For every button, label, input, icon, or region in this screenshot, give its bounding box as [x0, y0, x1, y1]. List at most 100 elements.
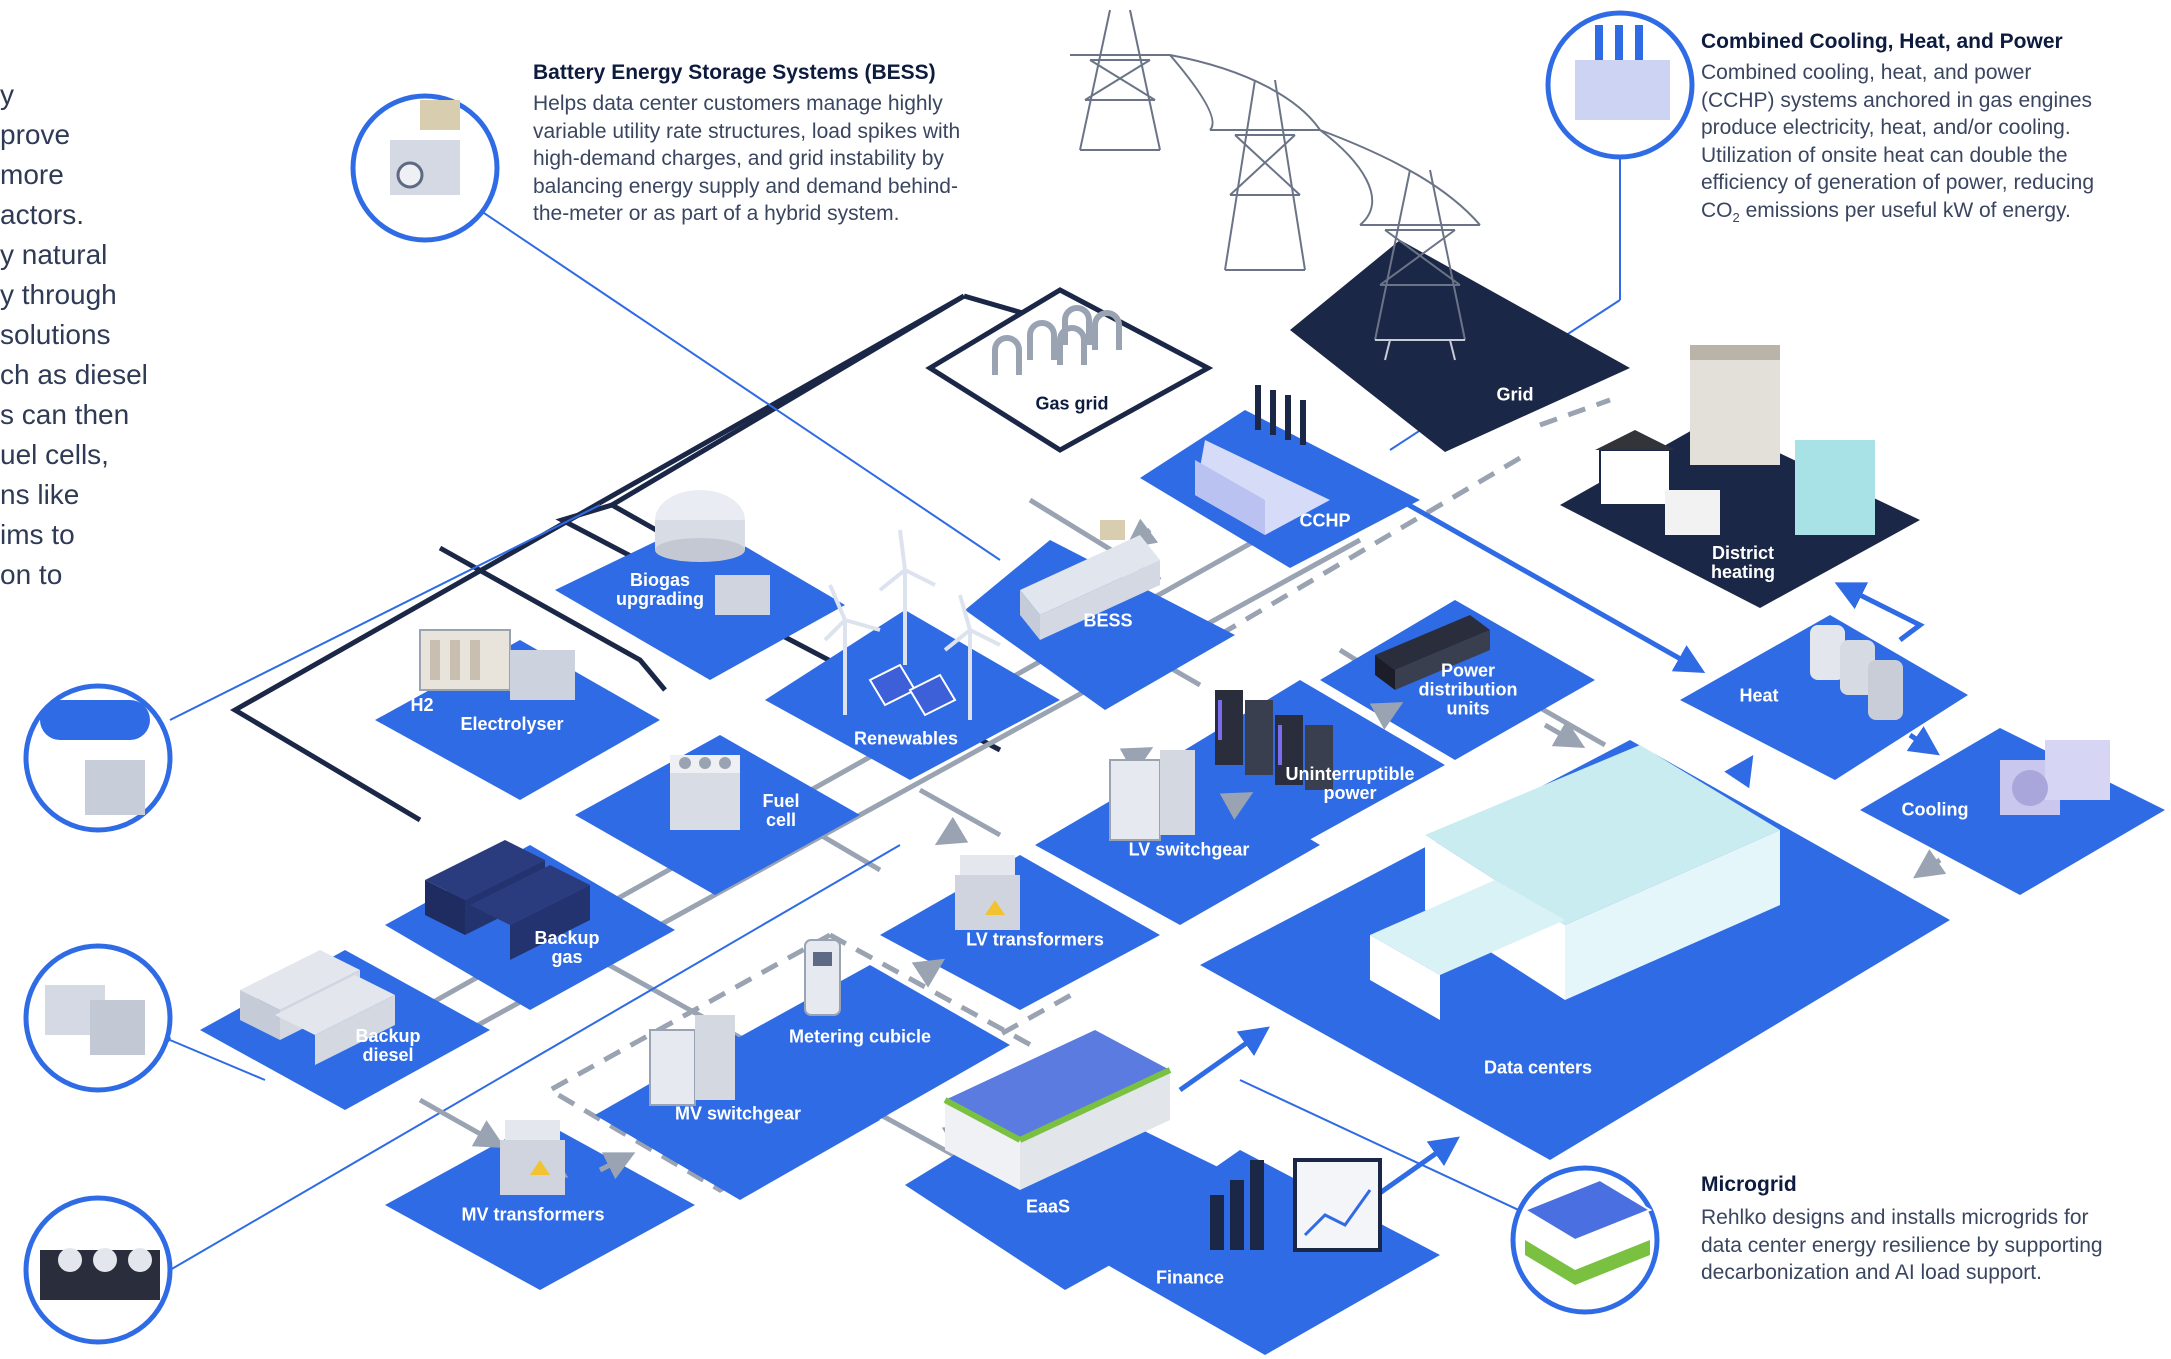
label-line: units	[1446, 698, 1490, 719]
label-line: Electrolyser	[460, 714, 564, 734]
label-cooling: Cooling	[1901, 799, 1969, 820]
callout-cchp-line: efficiency of generation of power, reduc…	[1701, 171, 2095, 194]
label-data-centers: Data centers	[1483, 1057, 1593, 1078]
label-backup-diesel: Backup diesel	[355, 1027, 420, 1065]
tile-metering[interactable]	[725, 965, 1010, 1125]
heat-tanks-icon	[1810, 625, 1903, 720]
label-line: gas	[551, 947, 583, 967]
callout-microgrid-line: decarbonization and AI load support.	[1701, 1261, 2042, 1284]
label-fuel-cell: Fuel cell	[762, 792, 799, 830]
badge-solar-panel-icon	[1510, 1165, 1660, 1315]
left-text-line: actors.	[0, 199, 85, 230]
left-text-line: ns like	[0, 479, 80, 510]
callout-cchp-line: (CCHP) systems anchored in gas engines	[1701, 88, 2093, 112]
label-line: H2	[410, 695, 434, 715]
tile-grid[interactable]	[1290, 240, 1630, 452]
callout-cchp: Combined Cooling, Heat, and Power Combin…	[1701, 29, 2161, 231]
pdu-icon	[1375, 615, 1490, 690]
callout-cchp-line: Utilization of onsite heat can double th…	[1701, 143, 2068, 167]
callout-cchp-line: Combined cooling, heat, and power	[1701, 61, 2032, 84]
flow-arrows-blue	[158, 497, 1940, 1233]
icon-badges	[23, 10, 1695, 1345]
label-line: distribution	[1418, 679, 1518, 700]
left-text-line: uel cells,	[0, 439, 109, 470]
warehouse-icon	[943, 1030, 1172, 1190]
callout-cchp-line: produce electricity, heat, and/or coolin…	[1701, 116, 2071, 139]
grid-tower-base-icon	[1375, 339, 1465, 361]
callout-cchp-body: Combined cooling, heat, and power (CCHP)…	[1701, 59, 2161, 231]
gas-pipes-icon	[992, 305, 1122, 375]
metering-icon	[804, 939, 841, 1016]
label-line: heating	[1710, 562, 1776, 582]
callout-cchp-line-co2: CO2 emissions per useful kW of energy.	[1701, 197, 2161, 232]
label-cchp: CCHP	[1299, 510, 1351, 531]
callout-cchp-title: Combined Cooling, Heat, and Power	[1701, 30, 2063, 53]
cchp-unit-icon	[1195, 385, 1330, 535]
left-text-line: solutions	[0, 319, 111, 350]
finance-chart-icon	[1210, 1158, 1382, 1252]
switchgear-icon	[1109, 750, 1195, 841]
label-lv-transformers: LV transformers	[966, 929, 1104, 950]
tile-h2[interactable]	[375, 640, 660, 800]
label-district-heating: District heating	[1711, 544, 1775, 582]
callout-bess-line: the-meter or as part of a hybrid system.	[533, 202, 900, 225]
label-line: District	[1711, 543, 1775, 563]
tile-heat[interactable]	[1680, 615, 1968, 780]
label-metering: Metering cubicle	[788, 1026, 932, 1047]
callout-bess-line: Helps data center customers manage highl…	[533, 92, 943, 115]
label-grid: Grid	[1496, 384, 1534, 405]
biogas-dome-icon	[655, 490, 770, 615]
badge-cchp-unit-icon	[1545, 10, 1695, 160]
mv-transformer-icon	[500, 1120, 565, 1195]
lv-transformer-icon	[955, 855, 1020, 930]
tile-biogas[interactable]	[555, 520, 845, 680]
callout-microgrid-line: data center energy resilience by support…	[1701, 1233, 2103, 1257]
battery-icon	[1020, 520, 1160, 640]
label-backup-gas: Backup gas	[534, 929, 599, 967]
mv-switchgear-icon	[649, 1015, 735, 1106]
badge-generator-icon	[23, 943, 173, 1093]
transmission-towers	[1070, 9, 1481, 341]
label-renewables: Renewables	[853, 728, 959, 749]
left-text-line: y through	[0, 279, 117, 310]
callout-microgrid-body: Rehlko designs and installs microgrids f…	[1701, 1204, 2161, 1287]
cooling-unit-icon	[2000, 740, 2110, 815]
tile-lv-switchgear[interactable]	[1035, 760, 1320, 925]
co2-suffix: emissions per useful kW of energy.	[1739, 198, 2071, 222]
tile-gas-grid[interactable]	[925, 287, 1214, 453]
callout-bess: Battery Energy Storage Systems (BESS) He…	[533, 60, 1053, 228]
label-line: cell	[765, 810, 797, 830]
left-text-line: on to	[0, 559, 63, 590]
label-heat: Heat	[1739, 685, 1779, 706]
label-line: Uninterruptible	[1285, 764, 1415, 784]
tower-icon-1	[1070, 9, 1170, 151]
tower-icon-2	[1210, 79, 1320, 271]
label-line: Fuel	[762, 791, 800, 811]
label-line: upgrading	[616, 589, 704, 609]
label-line: Backup	[355, 1026, 421, 1046]
label-mv-transformers: MV transformers	[461, 1204, 605, 1225]
callout-microgrid-title: Microgrid	[1701, 1173, 1797, 1196]
left-text-line: prove	[0, 119, 71, 150]
data-center-building-icon	[1370, 745, 1780, 1020]
tile-bess[interactable]	[965, 540, 1235, 710]
callout-bess-line: high-demand charges, and grid instabilit…	[533, 147, 944, 170]
callout-bess-title: Battery Energy Storage Systems (BESS)	[533, 61, 936, 84]
left-text-line: y	[0, 79, 14, 110]
wind-turbine-icon	[823, 529, 1001, 720]
label-gas-grid: Gas grid	[1035, 393, 1109, 414]
tower-icon-3	[1360, 169, 1480, 341]
label-eaas: EaaS	[1025, 1196, 1071, 1217]
callout-bess-line: balancing energy supply and demand behin…	[533, 174, 958, 198]
callout-microgrid-line: Rehlko designs and installs microgrids f…	[1701, 1206, 2089, 1229]
co2-prefix: CO	[1701, 198, 1733, 222]
callout-bess-line: variable utility rate structures, load s…	[533, 119, 961, 143]
label-pdu: Power distribution units	[1418, 661, 1518, 719]
label-finance: Finance	[1155, 1267, 1225, 1288]
buildings-icon	[1595, 345, 1875, 535]
label-mv-switchgear: MV switchgear	[674, 1103, 802, 1124]
tile-lv-transformers[interactable]	[880, 855, 1160, 1010]
label-ups: Uninterruptible power	[1286, 765, 1415, 803]
left-text-line: y natural	[0, 239, 108, 270]
label-bess: BESS	[1083, 610, 1133, 631]
